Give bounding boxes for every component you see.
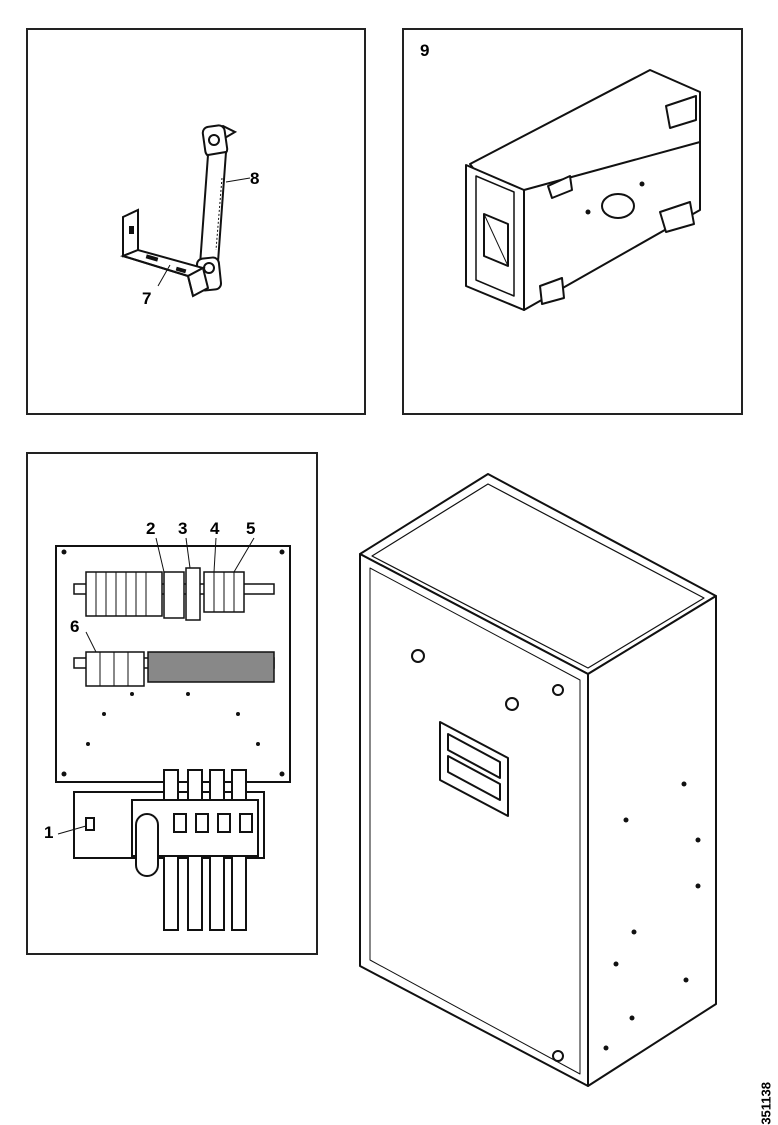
callout-9: 9 bbox=[420, 41, 430, 60]
switch-mounting-box-icon bbox=[465, 69, 701, 311]
mounting-plate-assembly-icon bbox=[55, 537, 291, 931]
callout-5: 5 bbox=[246, 519, 256, 538]
callout-1: 1 bbox=[44, 823, 54, 842]
callout-3: 3 bbox=[178, 519, 188, 538]
callout-7: 7 bbox=[142, 289, 152, 308]
document-number: 351138 bbox=[759, 1082, 774, 1125]
callout-8: 8 bbox=[250, 169, 260, 188]
bracket-with-grounding-strap-icon bbox=[119, 124, 251, 298]
callout-2: 2 bbox=[146, 519, 156, 538]
panel-switch-box: 9 bbox=[402, 28, 743, 415]
callout-4: 4 bbox=[210, 519, 220, 538]
panel-mounting-plate: 2 3 4 5 6 1 bbox=[26, 452, 318, 955]
callout-6: 6 bbox=[70, 617, 80, 636]
panel-bracket-strap: 8 7 bbox=[26, 28, 366, 415]
